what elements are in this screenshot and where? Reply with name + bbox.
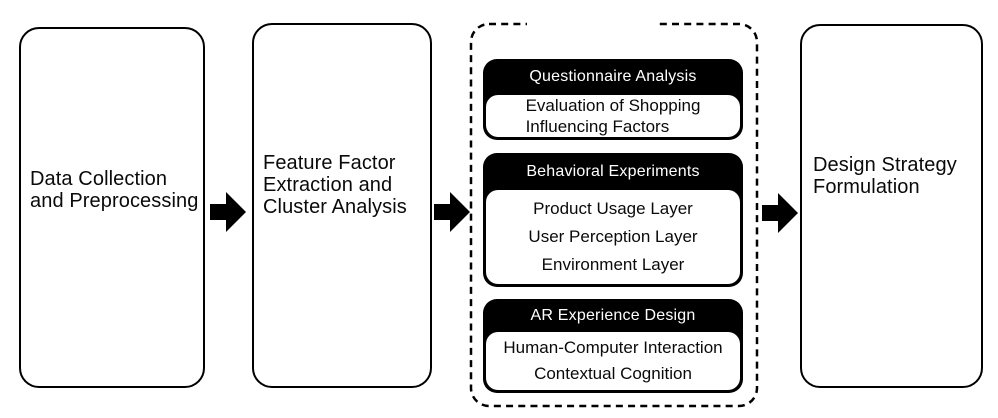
block-arrow-right-icon xyxy=(210,192,246,232)
group-item: Human-Computer Interaction xyxy=(503,338,723,357)
stage-label-line: Formulation xyxy=(813,176,920,198)
group-item: User Perception Layer xyxy=(528,227,698,246)
stage-label-line: Feature Factor xyxy=(263,152,396,174)
group-body: Product Usage Layer User Perception Laye… xyxy=(486,190,740,284)
group-item: Contextual Cognition xyxy=(534,364,692,383)
group-item-block: Evaluation of Shopping Influencing Facto… xyxy=(526,95,701,137)
stage-label-line: Data Collection xyxy=(30,168,168,190)
group-header: Behavioral Experiments xyxy=(526,162,700,180)
stage-design-strategy: Design Strategy Formulation xyxy=(800,24,983,388)
stage-data-collection: Data Collection and Preprocessing xyxy=(19,27,205,388)
group-header: AR Experience Design xyxy=(530,306,696,324)
stage-label-line: Extraction and xyxy=(263,174,393,196)
group-item: Evaluation of Shopping xyxy=(525,96,701,115)
group-questionnaire-analysis: Questionnaire Analysis Evaluation of Sho… xyxy=(483,59,743,140)
group-item: Product Usage Layer xyxy=(533,199,693,218)
group-item: Influencing Factors xyxy=(525,117,670,136)
dashed-panel-border xyxy=(469,21,759,408)
group-body: Human-Computer Interaction Contextual Co… xyxy=(486,332,740,390)
group-behavioral-experiments: Behavioral Experiments Product Usage Lay… xyxy=(483,153,743,287)
stage-label-line: Cluster Analysis xyxy=(263,196,407,218)
stage-feature-extraction: Feature Factor Extraction and Cluster An… xyxy=(252,23,432,388)
stage-label: Data Collection and Preprocessing xyxy=(30,168,198,212)
stage-label-line: Design Strategy xyxy=(813,154,957,176)
group-header: Questionnaire Analysis xyxy=(529,68,697,85)
block-arrow-right-icon xyxy=(434,192,470,232)
stage-label-line: and Preprocessing xyxy=(30,190,199,212)
group-item: Environment Layer xyxy=(541,255,685,274)
group-ar-experience-design: AR Experience Design Human-Computer Inte… xyxy=(483,299,743,393)
stage-label: Feature Factor Extraction and Cluster An… xyxy=(263,152,407,218)
stage-label: Design Strategy Formulation xyxy=(813,154,957,198)
block-arrow-right-icon xyxy=(762,193,798,233)
group-body: Evaluation of Shopping Influencing Facto… xyxy=(486,95,740,137)
